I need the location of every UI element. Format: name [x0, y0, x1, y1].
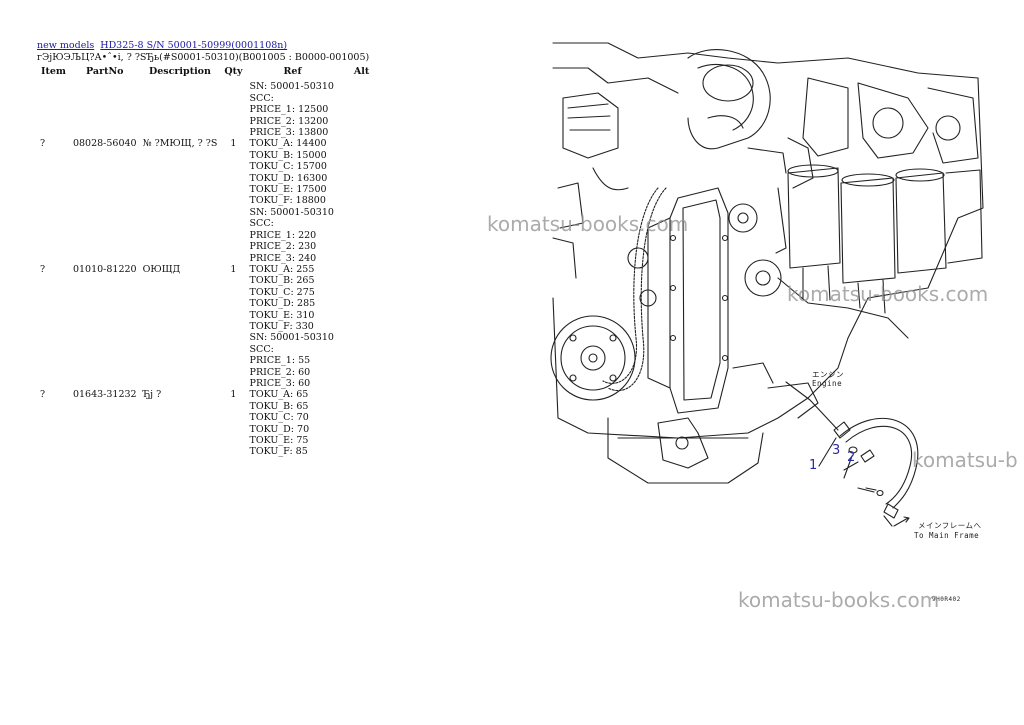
- alt-cell: [339, 81, 385, 206]
- header-partno: PartNo: [86, 66, 124, 77]
- ref-line: TOKU_B: 15000: [249, 149, 327, 161]
- item-cell: ?: [40, 138, 46, 150]
- partno-cell: 08028-56040: [72, 138, 137, 150]
- ref-line: TOKU_F: 85: [249, 446, 308, 458]
- ref-line: PRICE_1: 12500: [249, 104, 329, 116]
- table-row: ? 08028-56040 № ?МЮЩ, ? ?S 1 SN: 50001-50310…: [37, 81, 385, 206]
- figure-code: 9H0R402: [932, 596, 961, 603]
- ref-line: TOKU_E: 310: [249, 309, 315, 321]
- watermark: komatsu-books.com: [738, 588, 940, 612]
- engine-diagram: [550, 42, 984, 527]
- table-header-row: Item PartNo Description Qty Ref Alt: [37, 64, 385, 81]
- to-main-frame-label-jp: メインフレームへ: [918, 521, 982, 530]
- callout-1: 1: [809, 458, 818, 473]
- parts-table: Item PartNo Description Qty Ref Alt ? 080…: [37, 64, 385, 458]
- ref-line: TOKU_F: 330: [249, 320, 314, 332]
- ref-line: TOKU_C: 275: [249, 286, 315, 298]
- ref-line: TOKU_A: 65: [249, 389, 309, 401]
- header-description: Description: [149, 66, 211, 77]
- breadcrumb: new models HD325-8 S/N 50001-50999(00011…: [37, 40, 290, 51]
- description-cell: ОЮЩД: [142, 263, 181, 275]
- ref-line: TOKU_A: 14400: [249, 138, 327, 150]
- ref-line: TOKU_D: 285: [249, 298, 316, 310]
- page-subtitle: гЭјЮЭЉЦ?А•ˆ•і, ? ?SЂь(#S0001-50310)(B001…: [37, 52, 370, 63]
- description-cell: № ?МЮЩ, ? ?S: [142, 138, 218, 150]
- ref-line: TOKU_A: 255: [249, 263, 315, 275]
- ref-line: SN: 50001-50310: [249, 81, 334, 93]
- watermark: komatsu-b: [912, 448, 1018, 472]
- engine-label-en: Engine: [812, 379, 843, 388]
- ref-line: PRICE_3: 240: [249, 252, 317, 264]
- qty-cell: 1: [230, 263, 237, 275]
- breadcrumb-link-new-models[interactable]: new models: [37, 40, 95, 51]
- watermark: komatsu-books.com: [487, 212, 689, 236]
- ref-line: PRICE_3: 13800: [249, 127, 329, 139]
- breadcrumb-link-model[interactable]: HD325-8 S/N 50001-50999(0001108n): [100, 40, 288, 51]
- description-cell: Ђј ?: [142, 389, 162, 401]
- ref-line: TOKU_E: 75: [249, 435, 309, 446]
- header-ref: Ref: [283, 66, 302, 77]
- ref-line: PRICE_2: 60: [249, 366, 311, 378]
- partno-cell: 01010-81220: [72, 263, 137, 275]
- ref-line: TOKU_C: 15700: [249, 161, 327, 173]
- alt-cell: [339, 332, 385, 457]
- ref-line: TOKU_D: 70: [249, 423, 310, 435]
- ref-line: SN: 50001-50310: [249, 332, 334, 344]
- ref-line: PRICE_2: 230: [249, 241, 317, 253]
- partno-cell: 01643-31232: [72, 389, 137, 401]
- to-main-frame-label-en: To Main Frame: [914, 531, 980, 540]
- ref-line: TOKU_D: 16300: [249, 172, 328, 184]
- ref-line: SN: 50001-50310: [249, 206, 334, 218]
- header-item: Item: [41, 66, 66, 77]
- qty-cell: 1: [230, 389, 237, 401]
- ref-line: SCC:: [249, 343, 274, 355]
- ref-line: TOKU_F: 18800: [249, 195, 326, 207]
- ref-line: PRICE_3: 60: [249, 377, 311, 389]
- qty-cell: 1: [230, 138, 237, 150]
- item-cell: ?: [40, 389, 46, 401]
- ref-line: SCC:: [249, 218, 274, 230]
- ref-line: TOKU_C: 70: [249, 412, 309, 424]
- ref-line: TOKU_B: 65: [249, 400, 309, 412]
- ref-line: TOKU_E: 17500: [249, 184, 327, 196]
- ref-line: PRICE_1: 55: [249, 355, 311, 367]
- alt-cell: [339, 207, 385, 332]
- ref-line: PRICE_1: 220: [249, 229, 317, 241]
- ref-line: SCC:: [249, 92, 274, 104]
- callout-2: 2: [847, 450, 856, 465]
- ref-line: PRICE_2: 13200: [249, 115, 329, 127]
- engine-label-jp: エンジン: [812, 370, 844, 379]
- watermark: komatsu-books.com: [787, 282, 989, 306]
- callout-3: 3: [832, 443, 841, 458]
- ref-line: TOKU_B: 265: [249, 275, 315, 287]
- header-qty: Qty: [224, 66, 243, 77]
- header-alt: Alt: [353, 66, 370, 77]
- item-cell: ?: [40, 263, 46, 275]
